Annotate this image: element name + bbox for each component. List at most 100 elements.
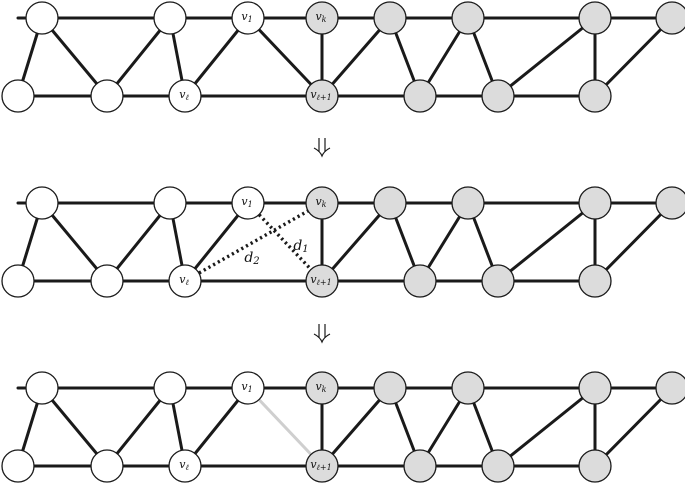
node-vl	[168, 264, 202, 298]
node-label-vl1-base: v	[310, 458, 317, 471]
node-v1	[231, 371, 265, 405]
node-t8	[655, 1, 685, 35]
node-vl	[168, 79, 202, 113]
node-b1	[1, 79, 35, 113]
edge-t1-b2	[40, 386, 109, 468]
node-t6	[451, 186, 485, 220]
node-v1	[231, 1, 265, 35]
edge-b6-t7	[496, 386, 597, 468]
node-label-vk-base: v	[315, 195, 322, 208]
node-vk	[305, 1, 339, 35]
edge-vl-v1	[183, 16, 250, 98]
node-label-vk-subscript: k	[322, 200, 327, 209]
removed-edge-v1-vl1	[246, 386, 324, 468]
node-t8	[655, 186, 685, 220]
node-label-vl1-base: v	[310, 88, 317, 101]
node-v1	[231, 186, 265, 220]
edge-vl1-t5	[320, 16, 392, 98]
label-d1: d1	[293, 238, 308, 255]
node-b5	[403, 449, 437, 483]
node-vk	[305, 371, 339, 405]
edge-vl1-t5	[320, 386, 392, 468]
node-b7	[578, 79, 612, 113]
edge-t1-b2	[40, 16, 109, 98]
label-d2-base: d	[244, 250, 253, 266]
edge-b7-t8	[593, 201, 674, 283]
node-label-vk-base: v	[315, 380, 322, 393]
node-b2	[90, 79, 124, 113]
edge-t2-b2	[105, 16, 172, 98]
node-label-vl: vℓ	[179, 88, 189, 102]
node-b6	[481, 264, 515, 298]
edge-b6-t7	[496, 201, 597, 283]
node-label-v1: v1	[241, 380, 252, 394]
edge-t1-b2	[40, 201, 109, 283]
node-label-vl-subscript: ℓ	[185, 278, 189, 287]
node-label-v1-base: v	[241, 380, 248, 393]
label-d1-base: d	[293, 238, 302, 254]
node-label-vl1: vℓ+1	[310, 88, 331, 102]
node-t8	[655, 371, 685, 405]
node-vl1	[305, 449, 339, 483]
node-t1	[25, 1, 59, 35]
node-label-vl-subscript: ℓ	[185, 463, 189, 472]
node-b1	[1, 264, 35, 298]
node-t2	[153, 1, 187, 35]
node-label-v1-base: v	[241, 10, 248, 23]
node-label-v1-base: v	[241, 195, 248, 208]
node-label-vl-base: v	[179, 458, 186, 471]
node-label-vl: vℓ	[179, 273, 189, 287]
node-label-vk-subscript: k	[322, 385, 327, 394]
node-t7	[578, 186, 612, 220]
node-b1	[1, 449, 35, 483]
node-t2	[153, 371, 187, 405]
node-t5	[373, 1, 407, 35]
edge-b7-t8	[593, 386, 674, 468]
node-label-vl-base: v	[179, 273, 186, 286]
node-label-v1-subscript: 1	[248, 385, 253, 394]
edge-t2-b2	[105, 201, 172, 283]
node-label-vl-base: v	[179, 88, 186, 101]
node-b2	[90, 264, 124, 298]
node-t2	[153, 186, 187, 220]
edge-v1-vl1	[246, 16, 324, 98]
node-label-v1-subscript: 1	[248, 15, 253, 24]
transition-arrows	[313, 138, 331, 344]
node-label-v1-subscript: 1	[248, 200, 253, 209]
node-label-vl: vℓ	[179, 458, 189, 472]
node-label-vl-subscript: ℓ	[185, 93, 189, 102]
node-label-vl1-subscript: ℓ+1	[317, 463, 332, 472]
node-t1	[25, 371, 59, 405]
node-b7	[578, 449, 612, 483]
node-label-vl1: vℓ+1	[310, 458, 331, 472]
node-label-v1: v1	[241, 10, 252, 24]
node-label-vk: vk	[315, 380, 326, 394]
node-t7	[578, 371, 612, 405]
node-b5	[403, 79, 437, 113]
node-label-vk: vk	[315, 195, 326, 209]
node-label-vk-base: v	[315, 10, 322, 23]
diagonal-d1	[246, 201, 324, 283]
edge-b6-t7	[496, 16, 597, 98]
double-down-arrow-icon	[313, 138, 331, 158]
edge-b7-t8	[593, 16, 674, 98]
diagonal-d2	[184, 201, 323, 283]
edge-vl-v1	[183, 386, 250, 468]
node-t6	[451, 1, 485, 35]
label-d2: d2	[244, 250, 259, 267]
double-down-arrow-icon	[313, 324, 331, 344]
node-label-vk: vk	[315, 10, 326, 24]
node-vl1	[305, 79, 339, 113]
node-t6	[451, 371, 485, 405]
node-b2	[90, 449, 124, 483]
node-b5	[403, 264, 437, 298]
node-vk	[305, 186, 339, 220]
edge-t2-b2	[105, 386, 172, 468]
node-t5	[373, 371, 407, 405]
node-vl1	[305, 264, 339, 298]
node-b6	[481, 79, 515, 113]
